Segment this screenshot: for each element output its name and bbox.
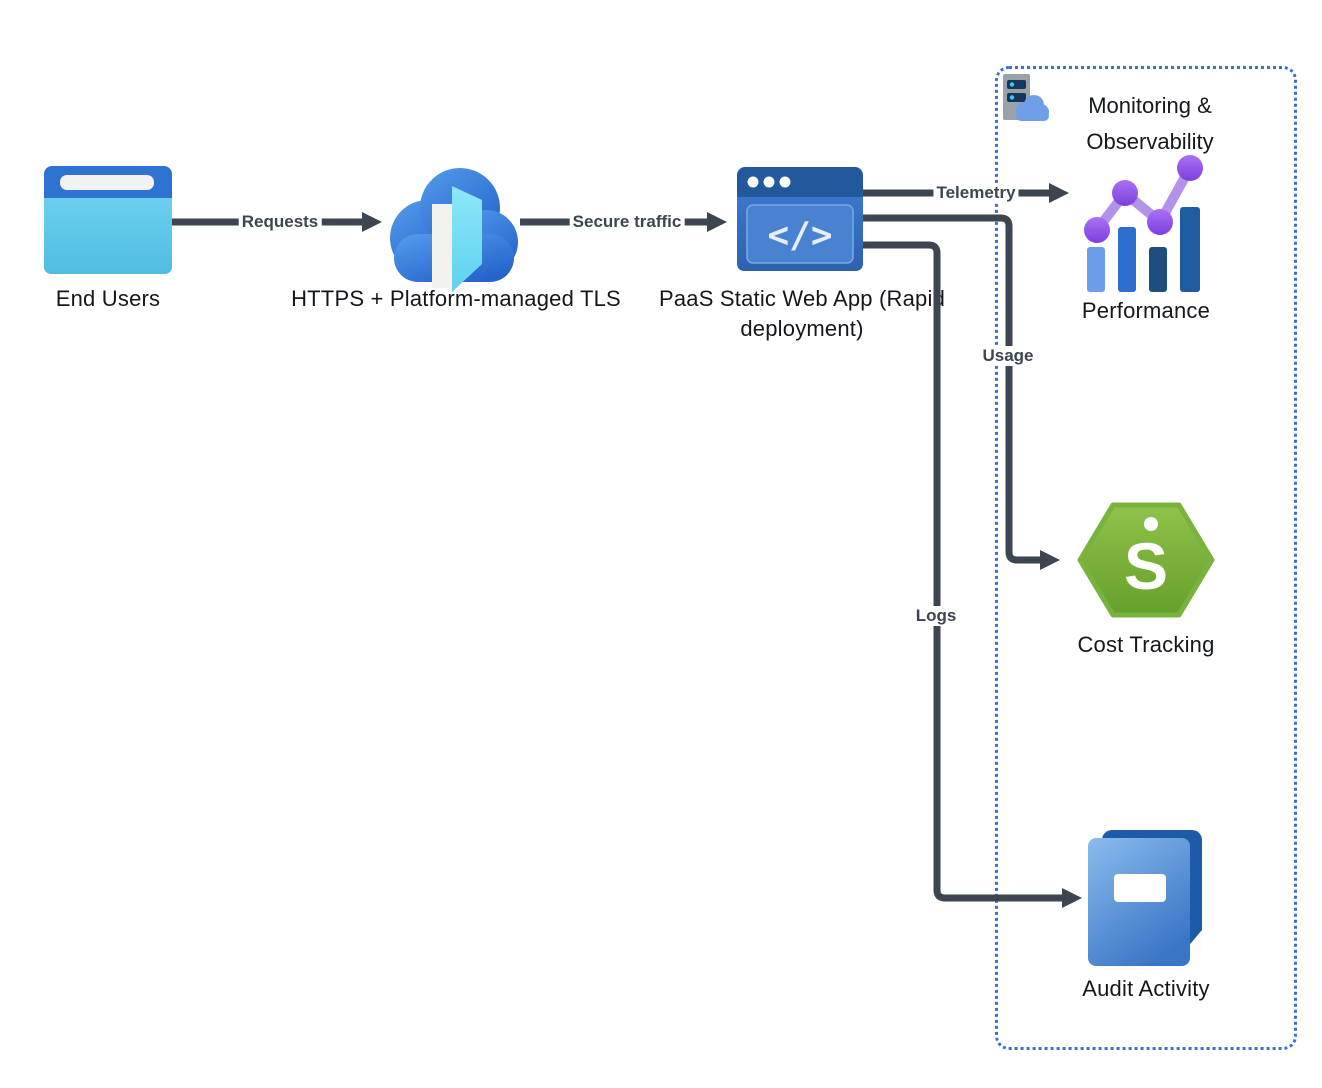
edge-label-logs: Logs	[912, 606, 960, 626]
node-label-performance: Performance	[1081, 298, 1211, 323]
edge-usage	[863, 214, 1060, 570]
edge-logs	[863, 241, 1082, 908]
edge-label-requests: Requests	[238, 212, 322, 232]
group-title: Monitoring & Observability	[1086, 93, 1214, 154]
edge-label-telemetry: Telemetry	[933, 183, 1019, 203]
node-label-https-tls: HTTPS + Platform-managed TLS	[291, 286, 621, 311]
edge-label-usage: Usage	[979, 346, 1037, 366]
code-window-icon: </>	[737, 167, 863, 271]
node-label-cost-tracking: Cost Tracking	[1077, 632, 1215, 657]
cost-dot	[1144, 517, 1158, 531]
bar-line-chart-icon	[1084, 155, 1203, 292]
browser-window-icon	[44, 166, 172, 274]
node-label-end-users: End Users	[55, 286, 161, 311]
cost-s-glyph: S	[1124, 529, 1168, 603]
open-door	[452, 186, 482, 292]
address-bar	[60, 175, 154, 190]
code-glyph: </>	[767, 215, 832, 256]
edge-label-secure-traffic: Secure traffic	[569, 212, 685, 232]
node-label-static-web-app: PaaS Static Web App (Rapid deployment)	[658, 286, 946, 341]
cloud-front-door-icon	[390, 168, 518, 292]
journal-book-icon	[1088, 830, 1202, 966]
node-label-audit-activity: Audit Activity	[1082, 976, 1210, 1001]
dollar-hexagon-icon: S	[1077, 502, 1215, 618]
monitoring-group-box	[995, 66, 1297, 1050]
book-label	[1114, 874, 1166, 902]
server-cloud-icon	[1003, 74, 1049, 121]
